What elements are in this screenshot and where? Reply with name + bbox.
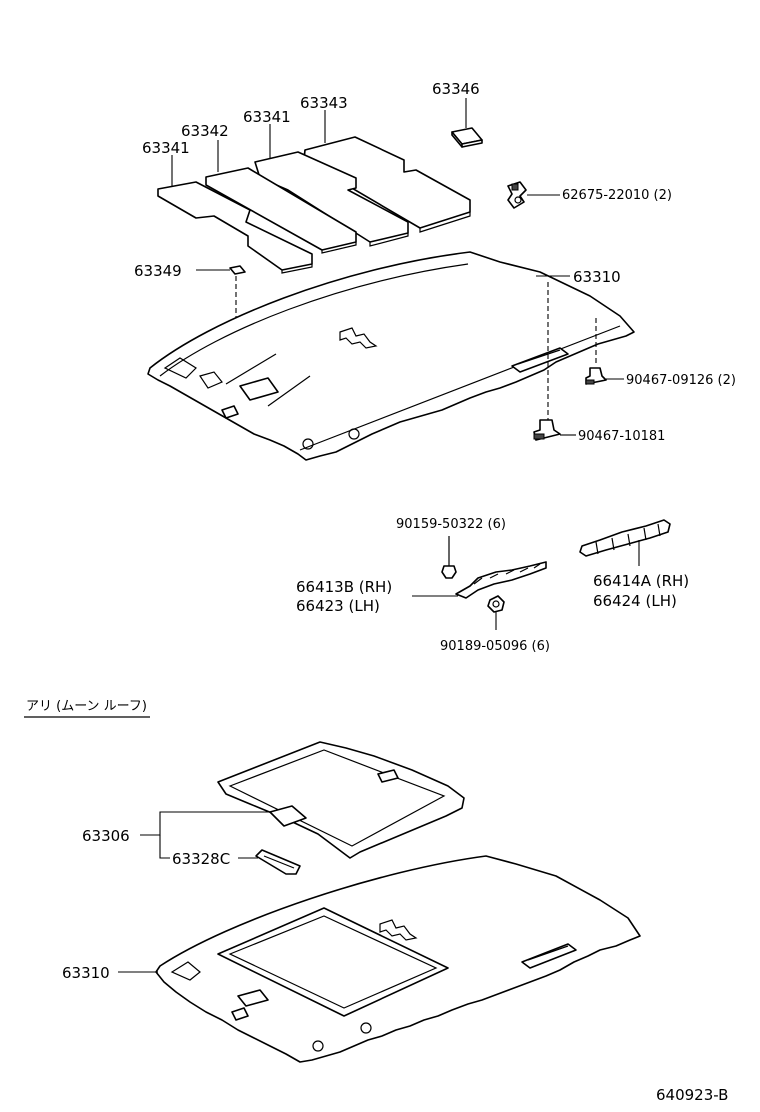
clip-90467-09126 — [585, 367, 607, 385]
label-66423: 66423 (LH) — [296, 597, 380, 615]
label-63343: 63343 — [300, 94, 348, 112]
label-90159-50322: 90159-50322 (6) — [396, 517, 506, 532]
headliner-63310-bottom — [155, 855, 641, 1063]
pad-63346 — [451, 127, 483, 148]
clip-62675 — [507, 181, 527, 209]
sunshade-63306 — [217, 741, 465, 859]
nut-90189 — [487, 595, 505, 613]
headliner-63310-top — [147, 251, 635, 461]
label-63310-top: 63310 — [573, 268, 621, 286]
label-90467-09126: 90467-09126 (2) — [626, 373, 736, 388]
moonroof-heading: アリ (ムーン ルーフ) — [26, 699, 147, 714]
label-66414A: 66414A (RH) — [593, 572, 689, 590]
seal-63328C — [255, 849, 301, 875]
pad-63341-left — [157, 181, 313, 274]
label-63310-bottom: 63310 — [62, 964, 110, 982]
pad-63349 — [229, 265, 246, 275]
label-63346: 63346 — [432, 80, 480, 98]
diagram-id: 640923-B — [656, 1086, 728, 1104]
label-62675-22010: 62675-22010 (2) — [562, 188, 672, 203]
label-66424: 66424 (LH) — [593, 592, 677, 610]
screw-90159 — [441, 536, 457, 579]
label-63349: 63349 — [134, 262, 182, 280]
clip-90467-10181 — [533, 419, 561, 441]
label-63341-right: 63341 — [243, 108, 291, 126]
label-66413B: 66413B (RH) — [296, 578, 392, 596]
assist-grip-66414A — [579, 519, 671, 557]
label-63341-left: 63341 — [142, 139, 190, 157]
label-63328C: 63328C — [172, 850, 230, 868]
label-63342: 63342 — [181, 122, 229, 140]
label-63306: 63306 — [82, 827, 130, 845]
assist-grip-66413B — [455, 561, 547, 599]
label-90467-10181: 90467-10181 — [578, 429, 665, 444]
label-90189-05096: 90189-05096 (6) — [440, 639, 550, 654]
pad-63342 — [205, 167, 357, 254]
